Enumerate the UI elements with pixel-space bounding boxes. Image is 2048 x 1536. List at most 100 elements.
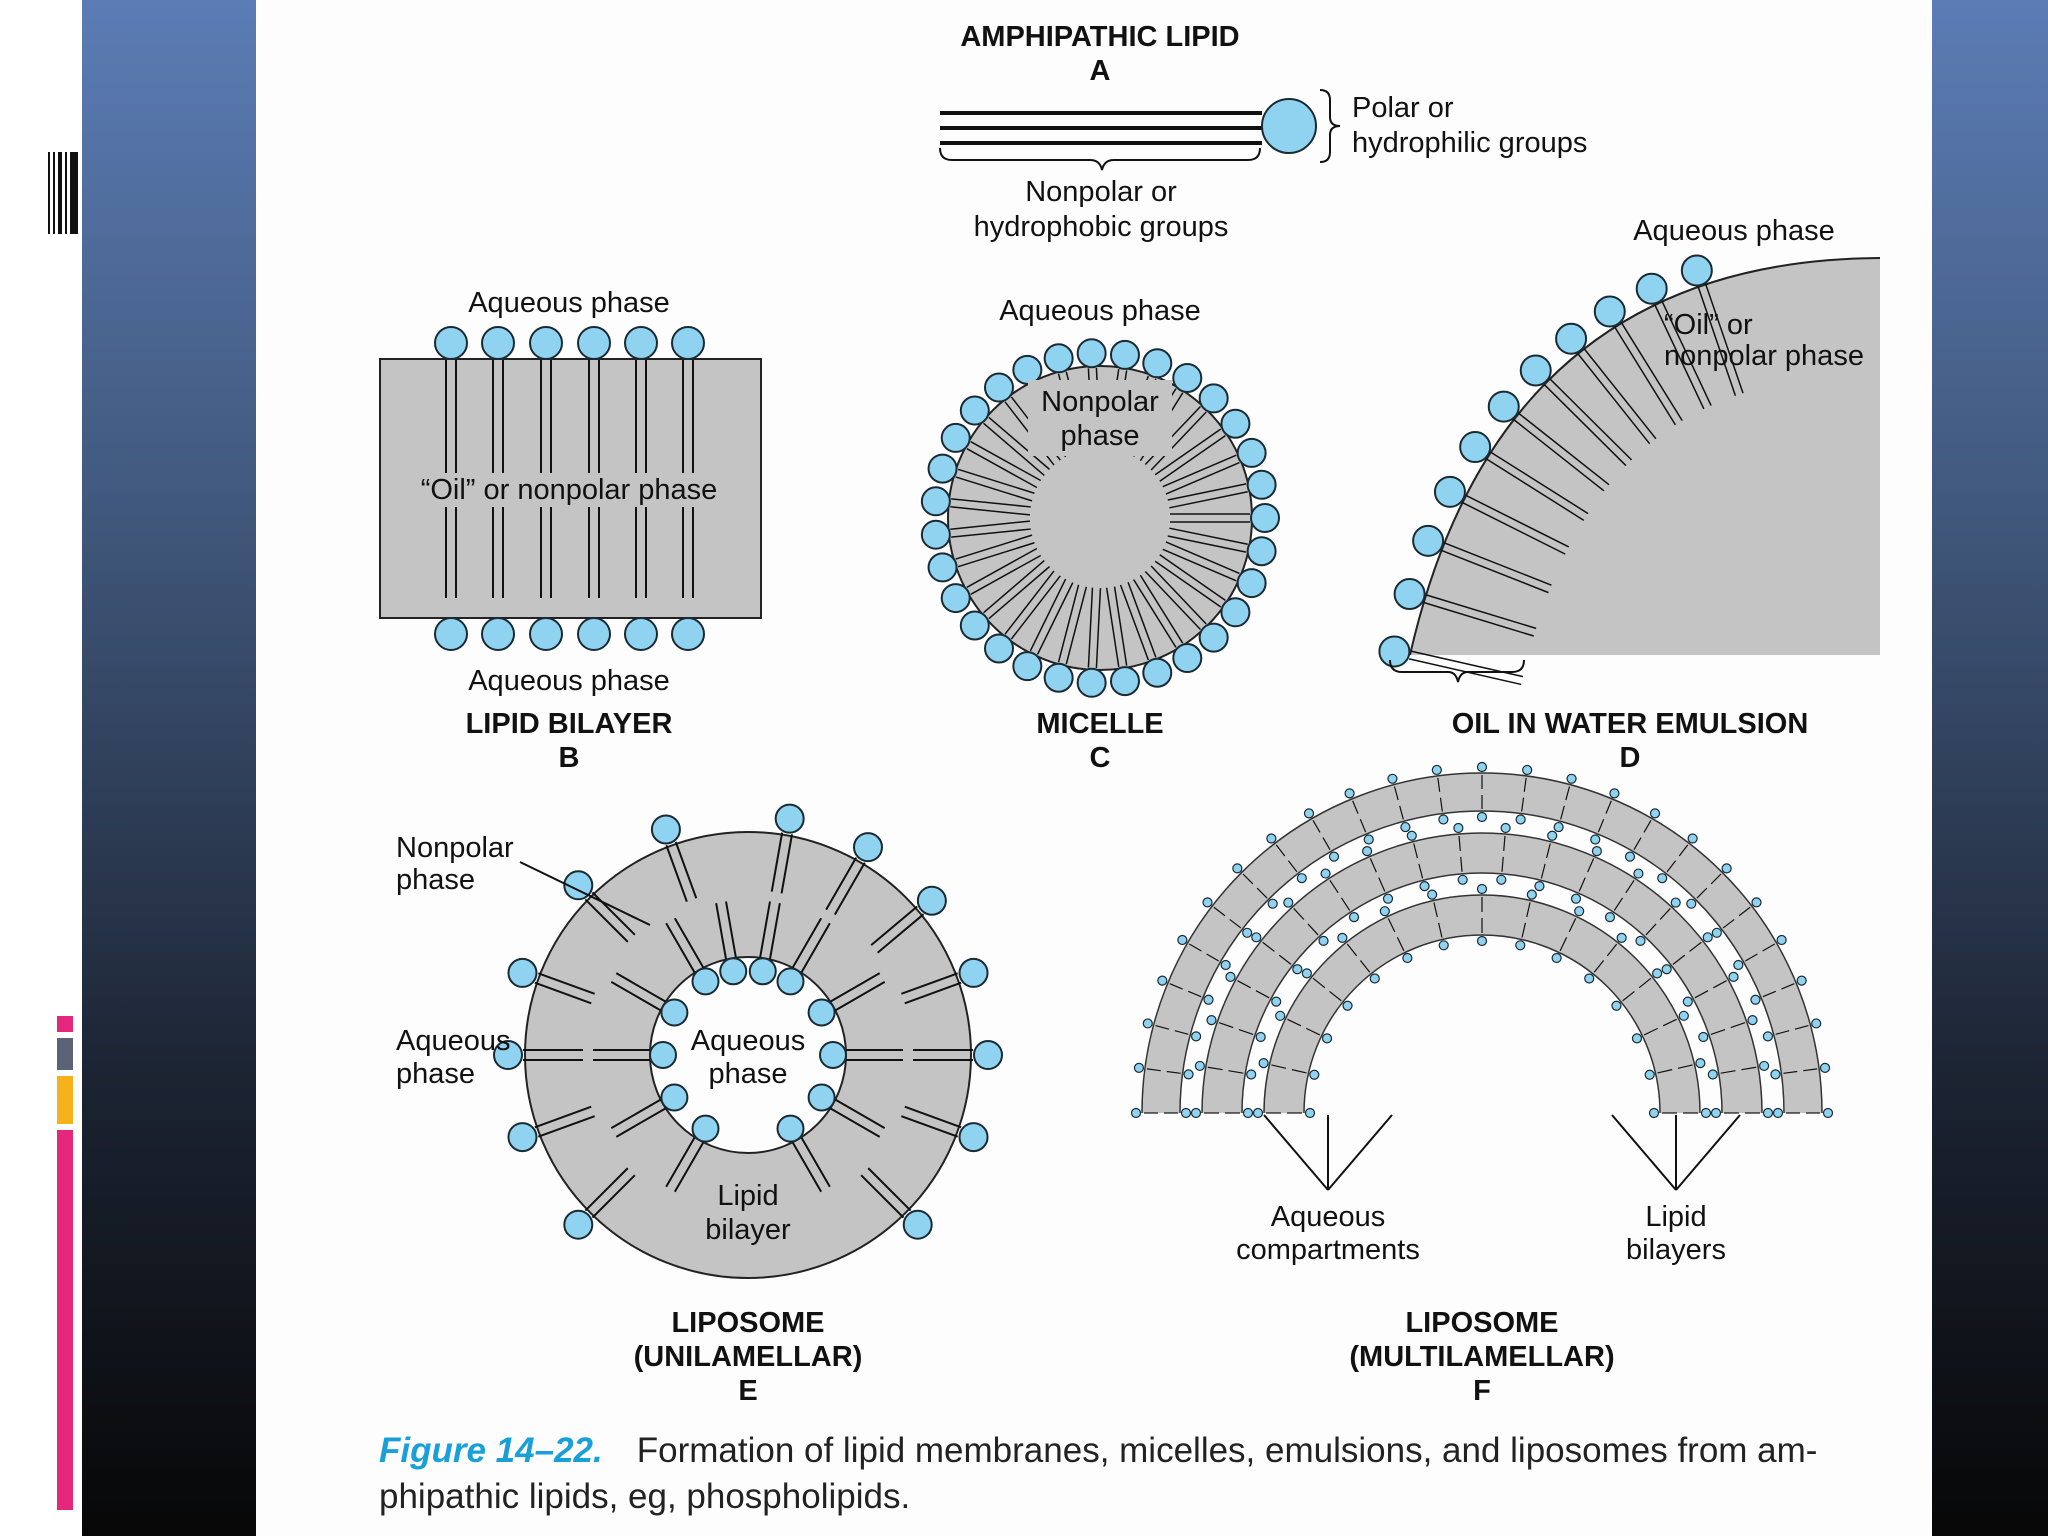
lipid-head-icon	[1419, 881, 1430, 892]
lipid-head-icon	[1519, 354, 1552, 387]
panel-d-oil-2: nonpolar phase	[1664, 340, 1864, 372]
lipid-head-icon	[507, 1122, 538, 1153]
lipid-head-icon	[902, 1209, 933, 1240]
slide	[256, 0, 1932, 1536]
lipid-head-icon	[1657, 873, 1668, 884]
lipid-head-icon	[1698, 1031, 1709, 1043]
lipid-head-icon	[1328, 851, 1340, 862]
nonpolar-label-2: hydrophobic groups	[974, 211, 1229, 243]
bilayer-pointer-lines	[1611, 1114, 1741, 1191]
lipid-head-icon	[1271, 996, 1282, 1007]
emulsion-lipids	[1378, 254, 1744, 686]
multilamellar-bilayers	[1130, 761, 1834, 1119]
lipid-head-icon	[1382, 893, 1394, 904]
panel-f-letter: F	[1473, 1375, 1491, 1407]
panel-d-title: OIL IN WATER EMULSION	[1452, 708, 1809, 740]
micelle-lipids	[920, 338, 1280, 698]
lipid-head-icon	[577, 617, 611, 651]
lipid-head-icon	[1515, 814, 1526, 825]
caption-text-1: Formation of lipid membranes, micelles, …	[636, 1431, 1818, 1470]
lipid-head-icon	[1747, 1015, 1758, 1026]
accent-bar-gray	[57, 1038, 73, 1070]
lipid-head-icon	[1369, 973, 1380, 984]
lipid-head-icon	[1819, 1062, 1831, 1073]
nonpolar-brace	[939, 147, 1261, 171]
lipid-head-icon	[1198, 383, 1229, 414]
accent-bar-yellow	[57, 1076, 73, 1124]
lipid-head-icon	[1438, 940, 1449, 951]
lipid-head-icon	[649, 1041, 677, 1069]
lipid-head-icon	[493, 1040, 523, 1070]
panel-b-lipid-bilayer: Aqueous phase “Oil” or nonpolar phase Aq…	[379, 287, 762, 774]
panel-d-oil-in-water-emulsion: Aqueous phase “Oil” or nonpolar phase OI…	[1378, 215, 1881, 774]
lipid-head-icon	[1459, 431, 1492, 464]
lipid-head-icon	[1220, 597, 1251, 628]
lipid-head-icon	[671, 617, 705, 651]
lipid-head-icon	[1309, 1069, 1320, 1080]
lipid-head-icon	[1387, 773, 1398, 784]
lipid-head-icon	[1255, 1031, 1266, 1043]
panel-a-amphipathic-lipid: AMPHIPATHIC LIPID A Polar or hydrophilic…	[939, 21, 1587, 243]
lipid-head-icon	[1711, 927, 1722, 938]
caption-figure-label: Figure 14–22.	[379, 1431, 603, 1470]
lipid-head-icon	[1012, 354, 1043, 385]
lipid-head-icon	[1707, 1069, 1718, 1080]
lipid-head-icon	[807, 998, 836, 1027]
panel-f-multilamellar-liposome: Aqueous compartments Lipid bilayers LIPO…	[1130, 761, 1834, 1407]
lipid-head-icon	[958, 957, 989, 988]
lipid-head-icon	[1251, 932, 1262, 943]
panel-e-nonpolar-1: Nonpolar	[396, 832, 514, 864]
lipid-head-icon	[1822, 1107, 1834, 1119]
lipid-head-icon	[920, 519, 951, 550]
lipid-head-icon	[671, 326, 705, 360]
lipid-head-icon	[1624, 851, 1636, 862]
lipid-head-icon	[1496, 874, 1507, 885]
lipid-head-icon	[1342, 1000, 1353, 1011]
lipid-head-icon	[1772, 1107, 1784, 1119]
panel-e-title-2: (UNILAMELLAR)	[634, 1341, 863, 1373]
lipid-head-icon	[1644, 1069, 1655, 1080]
lipid-head-icon	[1750, 994, 1761, 1005]
lipid-head-icon	[1555, 322, 1588, 355]
lipid-head-icon	[507, 957, 538, 988]
lipid-head-icon	[1250, 503, 1280, 533]
lipid-head-icon	[1762, 1107, 1774, 1119]
panel-b-letter: B	[559, 742, 580, 774]
lipid-head-icon	[1266, 833, 1277, 844]
lipid-head-icon	[1292, 964, 1303, 975]
lipid-head-icon	[529, 326, 563, 360]
lipid-head-icon	[984, 372, 1015, 403]
lipid-head-icon	[1183, 1069, 1194, 1080]
lipid-head-icon	[776, 967, 805, 996]
lipid-head-icon	[434, 617, 468, 651]
lipid-head-icon	[1246, 469, 1277, 500]
lipid-head-icon	[1236, 568, 1267, 599]
left-decor-band	[82, 0, 256, 1536]
lipid-head-icon	[624, 617, 658, 651]
lipid-head-icon	[1400, 821, 1411, 833]
lipid-head-icon	[1157, 975, 1168, 986]
lipid-head-icon	[1758, 1060, 1770, 1072]
panel-b-title: LIPID BILAYER	[466, 708, 673, 740]
panel-e-aqueous-out-2: phase	[396, 1058, 475, 1090]
lipid-head-icon	[1142, 657, 1173, 688]
caption-text-2: phipathic lipids, eg, phospholipids.	[379, 1477, 911, 1516]
lipid-head-icon	[1194, 1060, 1206, 1072]
lipid-head-icon	[1177, 934, 1188, 946]
lipid-head-icon	[959, 610, 990, 641]
panel-f-bilayers-2: bilayers	[1626, 1234, 1726, 1266]
lipid-head-icon	[1457, 874, 1468, 885]
lipid-head-icon	[1487, 390, 1520, 423]
lipid-head-icon	[1076, 338, 1107, 369]
lipid-head-icon	[853, 832, 883, 863]
liposome-lipids	[493, 803, 1003, 1240]
lipid-head-icon	[1142, 1018, 1153, 1029]
panel-f-title-2: (MULTILAMELLAR)	[1349, 1341, 1614, 1373]
lipid-head-icon	[1670, 897, 1681, 908]
lipid-head-icon	[1242, 1107, 1254, 1119]
lipid-head-icon	[1710, 1107, 1722, 1119]
lipid-head-icon	[1363, 834, 1374, 845]
accent-bar-pink-long	[57, 1130, 73, 1510]
panel-f-aqueous-1: Aqueous	[1271, 1201, 1386, 1233]
panel-c-letter: C	[1090, 742, 1111, 774]
